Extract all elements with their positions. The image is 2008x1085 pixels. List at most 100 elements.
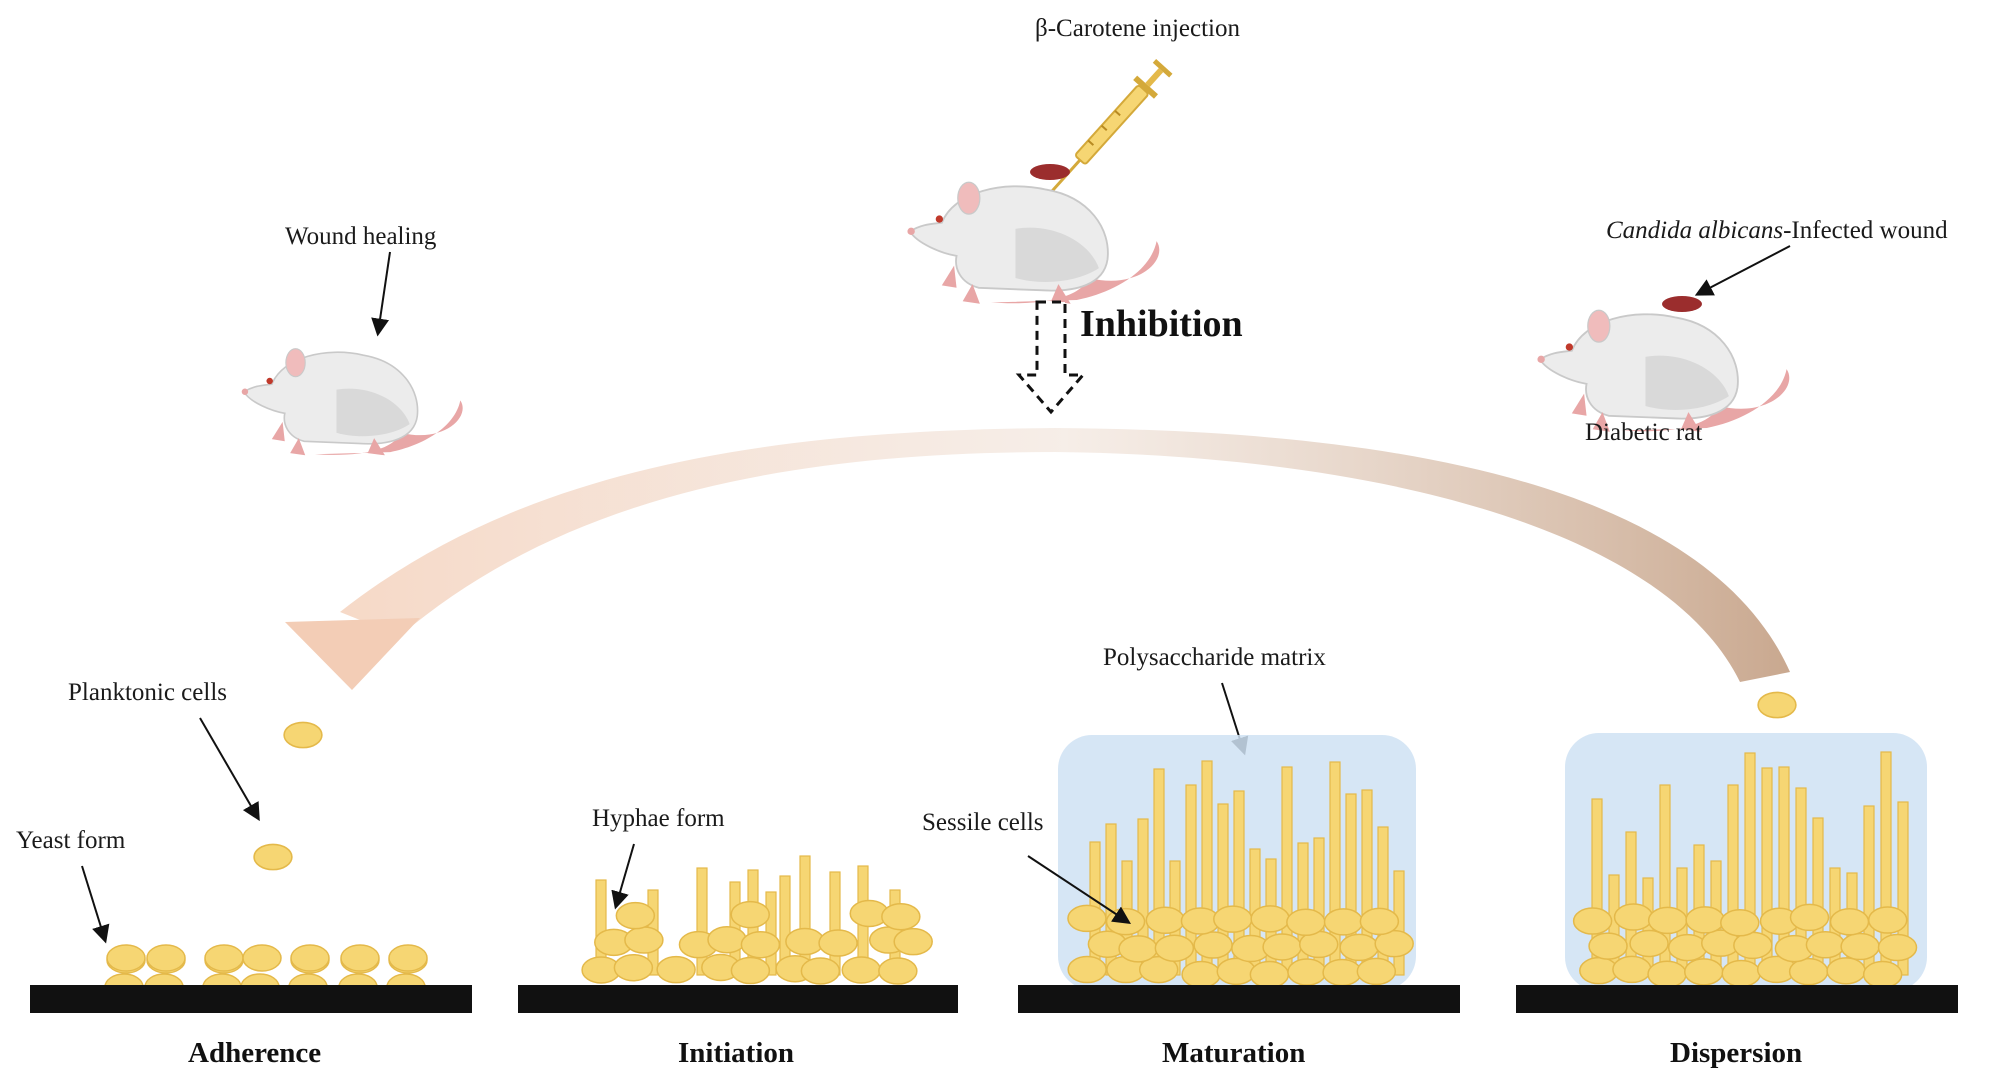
- syringe-icon: [1048, 59, 1173, 195]
- candida-cell: [1118, 935, 1158, 963]
- candida-cell: [1613, 903, 1654, 931]
- surface-bar: [1516, 985, 1958, 1013]
- candida-cell: [204, 944, 244, 972]
- planktonic-cells-label: Planktonic cells: [68, 679, 227, 706]
- candida-cell: [1684, 958, 1724, 986]
- candida-cell: [1287, 958, 1327, 986]
- candida-cell: [1181, 960, 1221, 989]
- candida-cell: [146, 944, 186, 972]
- stage-dispersion: Dispersion: [1516, 691, 1958, 1069]
- healthy-rat: Wound healing: [240, 223, 464, 457]
- hypha: [696, 867, 708, 976]
- candida-cell: [800, 957, 841, 985]
- hypha: [1897, 801, 1909, 976]
- surface-bar: [1018, 985, 1460, 1013]
- diabetic-rat-label: Diabetic rat: [1585, 419, 1702, 446]
- candida-cell: [1862, 960, 1903, 989]
- candida-cell: [1323, 908, 1364, 936]
- candida-cell: [1720, 909, 1760, 937]
- candida-cell: [1250, 905, 1290, 933]
- candida-cell: [656, 955, 696, 984]
- polysaccharide-label: Polysaccharide matrix: [1103, 644, 1326, 671]
- candida-cell: [730, 956, 771, 985]
- candida-cell: [1374, 929, 1414, 958]
- cell-group: [1067, 904, 1414, 989]
- candida-cell: [1286, 908, 1326, 937]
- candida-cell: [613, 953, 654, 982]
- hyphae-pointer: [611, 843, 635, 910]
- infected-suffix: -Infected wound: [1783, 217, 1948, 244]
- hyphae-form-label: Hyphae form: [592, 805, 725, 832]
- surface-bar: [518, 985, 958, 1013]
- candida-cell: [624, 926, 664, 954]
- candida-cell: [1647, 960, 1687, 988]
- candida-cell: [1647, 906, 1688, 935]
- rat-icon: [906, 181, 1161, 305]
- candida-cell: [841, 956, 881, 984]
- wound-mark: [1662, 296, 1702, 312]
- stage-maturation: Polysaccharide matrix Sessile cells Matu…: [922, 644, 1460, 1069]
- infected-species: Candida albicans: [1606, 217, 1783, 244]
- candida-cell: [740, 930, 781, 959]
- candida-cell: [1721, 959, 1762, 988]
- candida-cell: [881, 902, 921, 931]
- candida-cell: [1193, 931, 1233, 959]
- candida-cell: [1867, 906, 1908, 934]
- candida-cell: [1789, 903, 1830, 932]
- candida-cell: [878, 957, 918, 985]
- candida-cell: [1262, 933, 1302, 961]
- candida-cell: [1629, 929, 1669, 958]
- treated-rat: β-Carotene injection: [906, 15, 1241, 305]
- candida-cell: [1145, 906, 1186, 935]
- candida-cell: [1067, 955, 1107, 984]
- candida-cell: [615, 901, 656, 930]
- rat-icon: [1536, 309, 1791, 433]
- surface-bar: [30, 985, 472, 1013]
- candida-cell: [290, 944, 330, 972]
- candida-cell: [1067, 904, 1107, 933]
- stage-label: Initiation: [678, 1037, 794, 1069]
- candida-cell: [1829, 908, 1870, 936]
- candida-cell: [707, 925, 747, 954]
- yeast-form-label: Yeast form: [16, 827, 126, 854]
- candida-cell: [1572, 907, 1613, 935]
- candida-cell: [1805, 931, 1846, 959]
- stage-label: Adherence: [188, 1037, 321, 1069]
- stage-label: Maturation: [1162, 1037, 1305, 1069]
- candida-cell: [1588, 932, 1628, 960]
- candida-cell: [1877, 933, 1918, 962]
- infected-wound-pointer: [1694, 245, 1791, 296]
- wound-healing-pointer: [371, 251, 391, 337]
- candida-cell: [1359, 907, 1400, 936]
- candida-cell: [388, 944, 428, 972]
- inhibition-label: Inhibition: [1080, 303, 1243, 345]
- inhibition-arrow-icon: Inhibition: [1015, 300, 1243, 415]
- candida-cell: [1322, 958, 1362, 987]
- curved-arrow-icon: [285, 428, 1790, 690]
- candida-cell: [106, 944, 146, 972]
- sessile-cells-label: Sessile cells: [922, 809, 1044, 836]
- candida-cell: [242, 944, 282, 972]
- planktonic-cell: [253, 843, 293, 871]
- candida-cell: [1840, 932, 1880, 961]
- stage-label: Dispersion: [1670, 1037, 1802, 1069]
- cell-group: [1572, 903, 1918, 989]
- candida-cell: [1213, 905, 1253, 933]
- infected-rat: Candida albicans-Infected wound Diabetic…: [1536, 217, 1948, 446]
- candida-cell: [730, 900, 770, 929]
- candida-cell: [1356, 957, 1397, 986]
- yeast-pointer: [81, 865, 110, 944]
- candida-cell: [785, 927, 825, 956]
- candida-cell: [1579, 956, 1619, 985]
- planktonic-pointer: [199, 717, 260, 822]
- candida-cell: [1612, 955, 1652, 984]
- candida-cell: [1249, 960, 1290, 989]
- candida-cell: [893, 927, 933, 956]
- candida-cell: [818, 929, 858, 957]
- rat-icon: [240, 347, 464, 457]
- infected-wound-label: Candida albicans-Infected wound: [1606, 217, 1948, 244]
- dispersed-cell: [1757, 691, 1797, 719]
- wound-healing-label: Wound healing: [285, 223, 437, 250]
- candida-cell: [1154, 934, 1195, 962]
